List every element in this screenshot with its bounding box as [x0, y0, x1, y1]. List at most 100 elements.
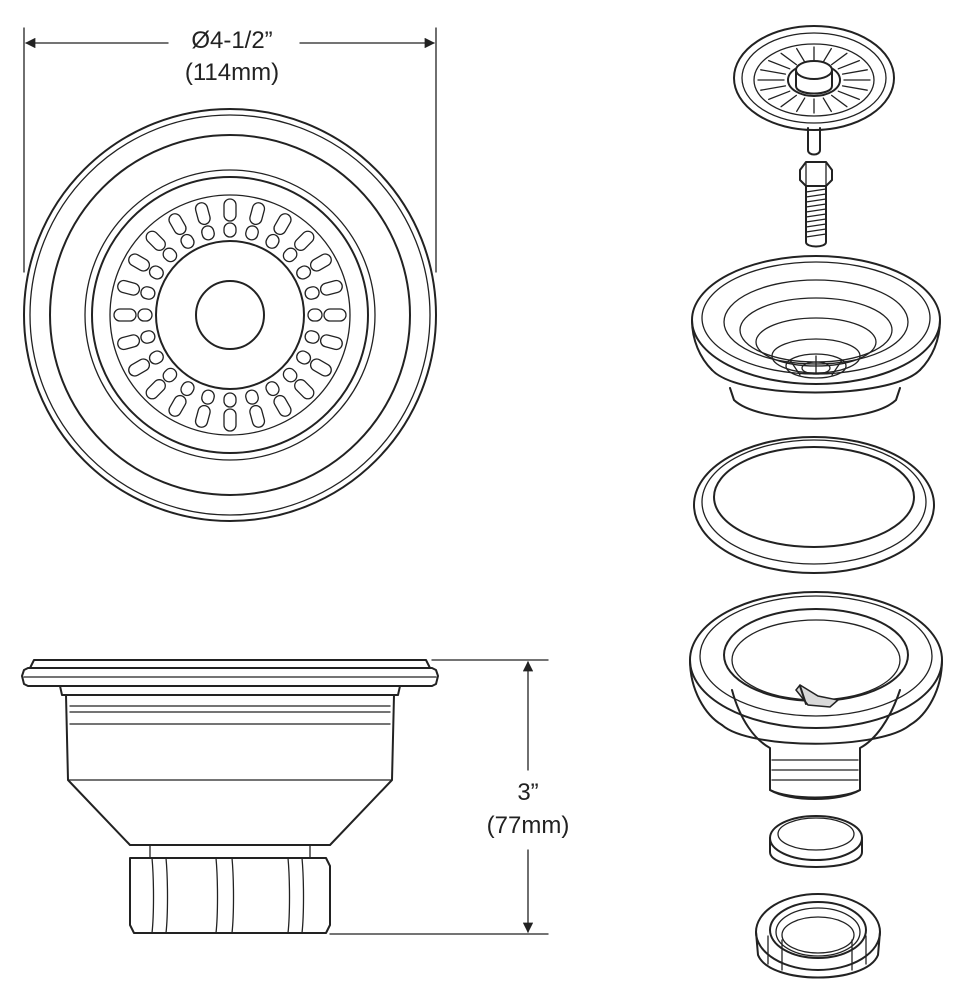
side-body-collar — [59, 685, 401, 696]
basket-slot — [780, 94, 798, 108]
basket-slot — [796, 97, 806, 113]
strainer-slot — [148, 350, 164, 365]
basket-slot — [837, 90, 860, 101]
strainer-slot — [265, 233, 280, 249]
strainer-slot — [201, 225, 215, 241]
strainer-slot — [117, 334, 141, 351]
side-locknut-rib — [231, 857, 235, 934]
height-label: 3” — [517, 779, 538, 806]
strainer-slot — [140, 330, 156, 344]
strainer-slot — [113, 308, 137, 322]
washer — [769, 815, 863, 868]
flange-rim — [29, 114, 431, 516]
strainer-slot — [294, 230, 315, 251]
basket-slot — [760, 85, 787, 91]
strainer-slot — [273, 394, 292, 417]
strainer-slot — [140, 286, 156, 300]
screw-thread — [805, 188, 827, 193]
strainer-slot — [296, 350, 312, 365]
basket-slot — [830, 94, 848, 108]
screw-thread — [805, 213, 827, 218]
diameter-label: Ø4-1/2” — [191, 27, 272, 54]
nut — [755, 893, 881, 979]
strainer-slot — [245, 225, 259, 241]
strainer-slot — [294, 379, 315, 400]
strainer-slot — [168, 213, 187, 236]
top-view: Ø4-1/2” (114mm) — [23, 27, 437, 522]
strainer-slot — [319, 279, 343, 296]
strainer-basket — [733, 25, 895, 156]
strainer-knob — [195, 280, 265, 350]
strainer-slot — [249, 404, 266, 428]
basket-slot — [780, 52, 798, 66]
basket-outer-ring — [84, 169, 376, 461]
strainer-slot — [245, 389, 259, 405]
side-locknut-rib — [215, 857, 219, 934]
strainer-slot — [304, 330, 320, 344]
diameter-metric-label: (114mm) — [185, 59, 279, 86]
flange-inner-ring — [49, 134, 411, 496]
strainer-slot — [180, 381, 195, 397]
exploded-view — [689, 25, 943, 979]
flange-outer-ring — [23, 108, 437, 522]
strainer-slot — [282, 247, 298, 263]
strainer-slot — [223, 408, 237, 432]
side-flange-top — [29, 659, 431, 669]
basket-rim — [91, 176, 369, 454]
sink-flange-body — [689, 591, 943, 800]
strainer-slot — [148, 265, 164, 280]
strainer-slot — [304, 286, 320, 300]
side-locknut — [129, 857, 331, 934]
basket-slot — [841, 85, 868, 91]
basket-slot — [822, 97, 832, 113]
strainer-slot — [201, 389, 215, 405]
side-flange — [21, 667, 439, 687]
strainer-slot — [223, 392, 237, 408]
screw-thread — [805, 218, 827, 223]
strainer-slot — [137, 308, 153, 322]
strainer-slot — [282, 367, 298, 383]
strainer-slots — [113, 198, 347, 432]
strainer-slot — [128, 358, 151, 377]
strainer-slot — [223, 198, 237, 222]
screw-thread — [805, 233, 827, 238]
basket-slot — [822, 47, 832, 63]
side-body — [65, 694, 395, 846]
screw-thread — [805, 208, 827, 213]
side-locknut-rib — [151, 857, 155, 934]
side-locknut-rib — [287, 857, 291, 934]
strainer-slot — [273, 213, 292, 236]
strainer-slot — [249, 202, 266, 226]
strainer-slot — [194, 202, 211, 226]
basket-slot — [841, 69, 868, 75]
basket-slot — [760, 69, 787, 75]
strainer-slot — [145, 379, 166, 400]
basket-slot — [837, 59, 860, 70]
screw-thread — [805, 203, 827, 208]
strainer-slot — [128, 253, 151, 272]
strainer-slot — [194, 404, 211, 428]
screw-thread — [805, 223, 827, 228]
strainer-hub-ring — [155, 240, 305, 390]
strainer-slot — [309, 358, 332, 377]
strainer-slot — [265, 381, 280, 397]
body-cup — [691, 255, 941, 420]
strainer-slot — [296, 265, 312, 280]
screw — [799, 161, 833, 248]
side-locknut-rib — [301, 857, 305, 934]
strainer-slot — [162, 247, 178, 263]
side-locknut-rib — [165, 857, 169, 934]
strainer-slot — [323, 308, 347, 322]
height-metric-label: (77mm) — [487, 812, 570, 839]
basket-slot — [796, 47, 806, 63]
strainer-slot — [145, 230, 166, 251]
side-view: 3” (77mm) — [21, 659, 570, 935]
strainer-slot — [309, 253, 332, 272]
strainer-slot — [319, 334, 343, 351]
screw-thread — [805, 198, 827, 203]
strainer-slot — [162, 367, 178, 383]
basket-inner-ring — [109, 194, 351, 436]
strainer-slot — [180, 233, 195, 249]
basket-slot — [768, 59, 791, 70]
